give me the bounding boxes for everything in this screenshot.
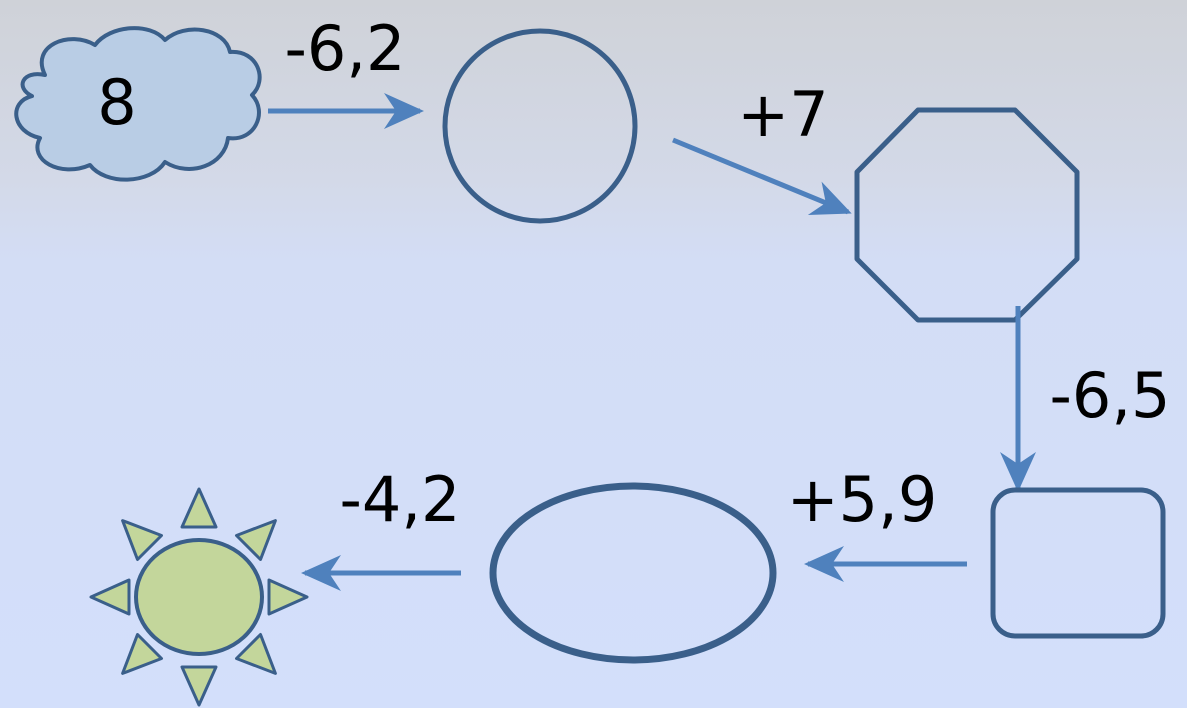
sun-ray-4 <box>235 633 277 675</box>
arrow-2 <box>672 137 852 215</box>
octagon-shape <box>854 107 1080 323</box>
rounded-square-shape <box>990 487 1166 639</box>
sun-ray-2 <box>235 519 277 561</box>
operation-label-1: -6,2 <box>285 12 406 85</box>
sun-ray-5 <box>180 665 218 707</box>
sun-ray-3 <box>267 578 309 616</box>
sun-ray-7 <box>89 578 131 616</box>
start-cloud: 8 <box>14 26 262 182</box>
operation-label-3: -6,5 <box>1050 359 1171 432</box>
start-value: 8 <box>97 66 136 139</box>
sun-ray-1 <box>180 487 218 529</box>
sun-icon <box>89 487 309 707</box>
sun-ray-6 <box>121 633 163 675</box>
sun-ray-8 <box>121 519 163 561</box>
operation-label-5: -4,2 <box>340 463 461 536</box>
operation-label-4: +5,9 <box>787 463 938 536</box>
operation-label-2: +7 <box>737 78 828 151</box>
circle-shape <box>442 28 638 224</box>
ellipse-shape <box>489 482 777 664</box>
